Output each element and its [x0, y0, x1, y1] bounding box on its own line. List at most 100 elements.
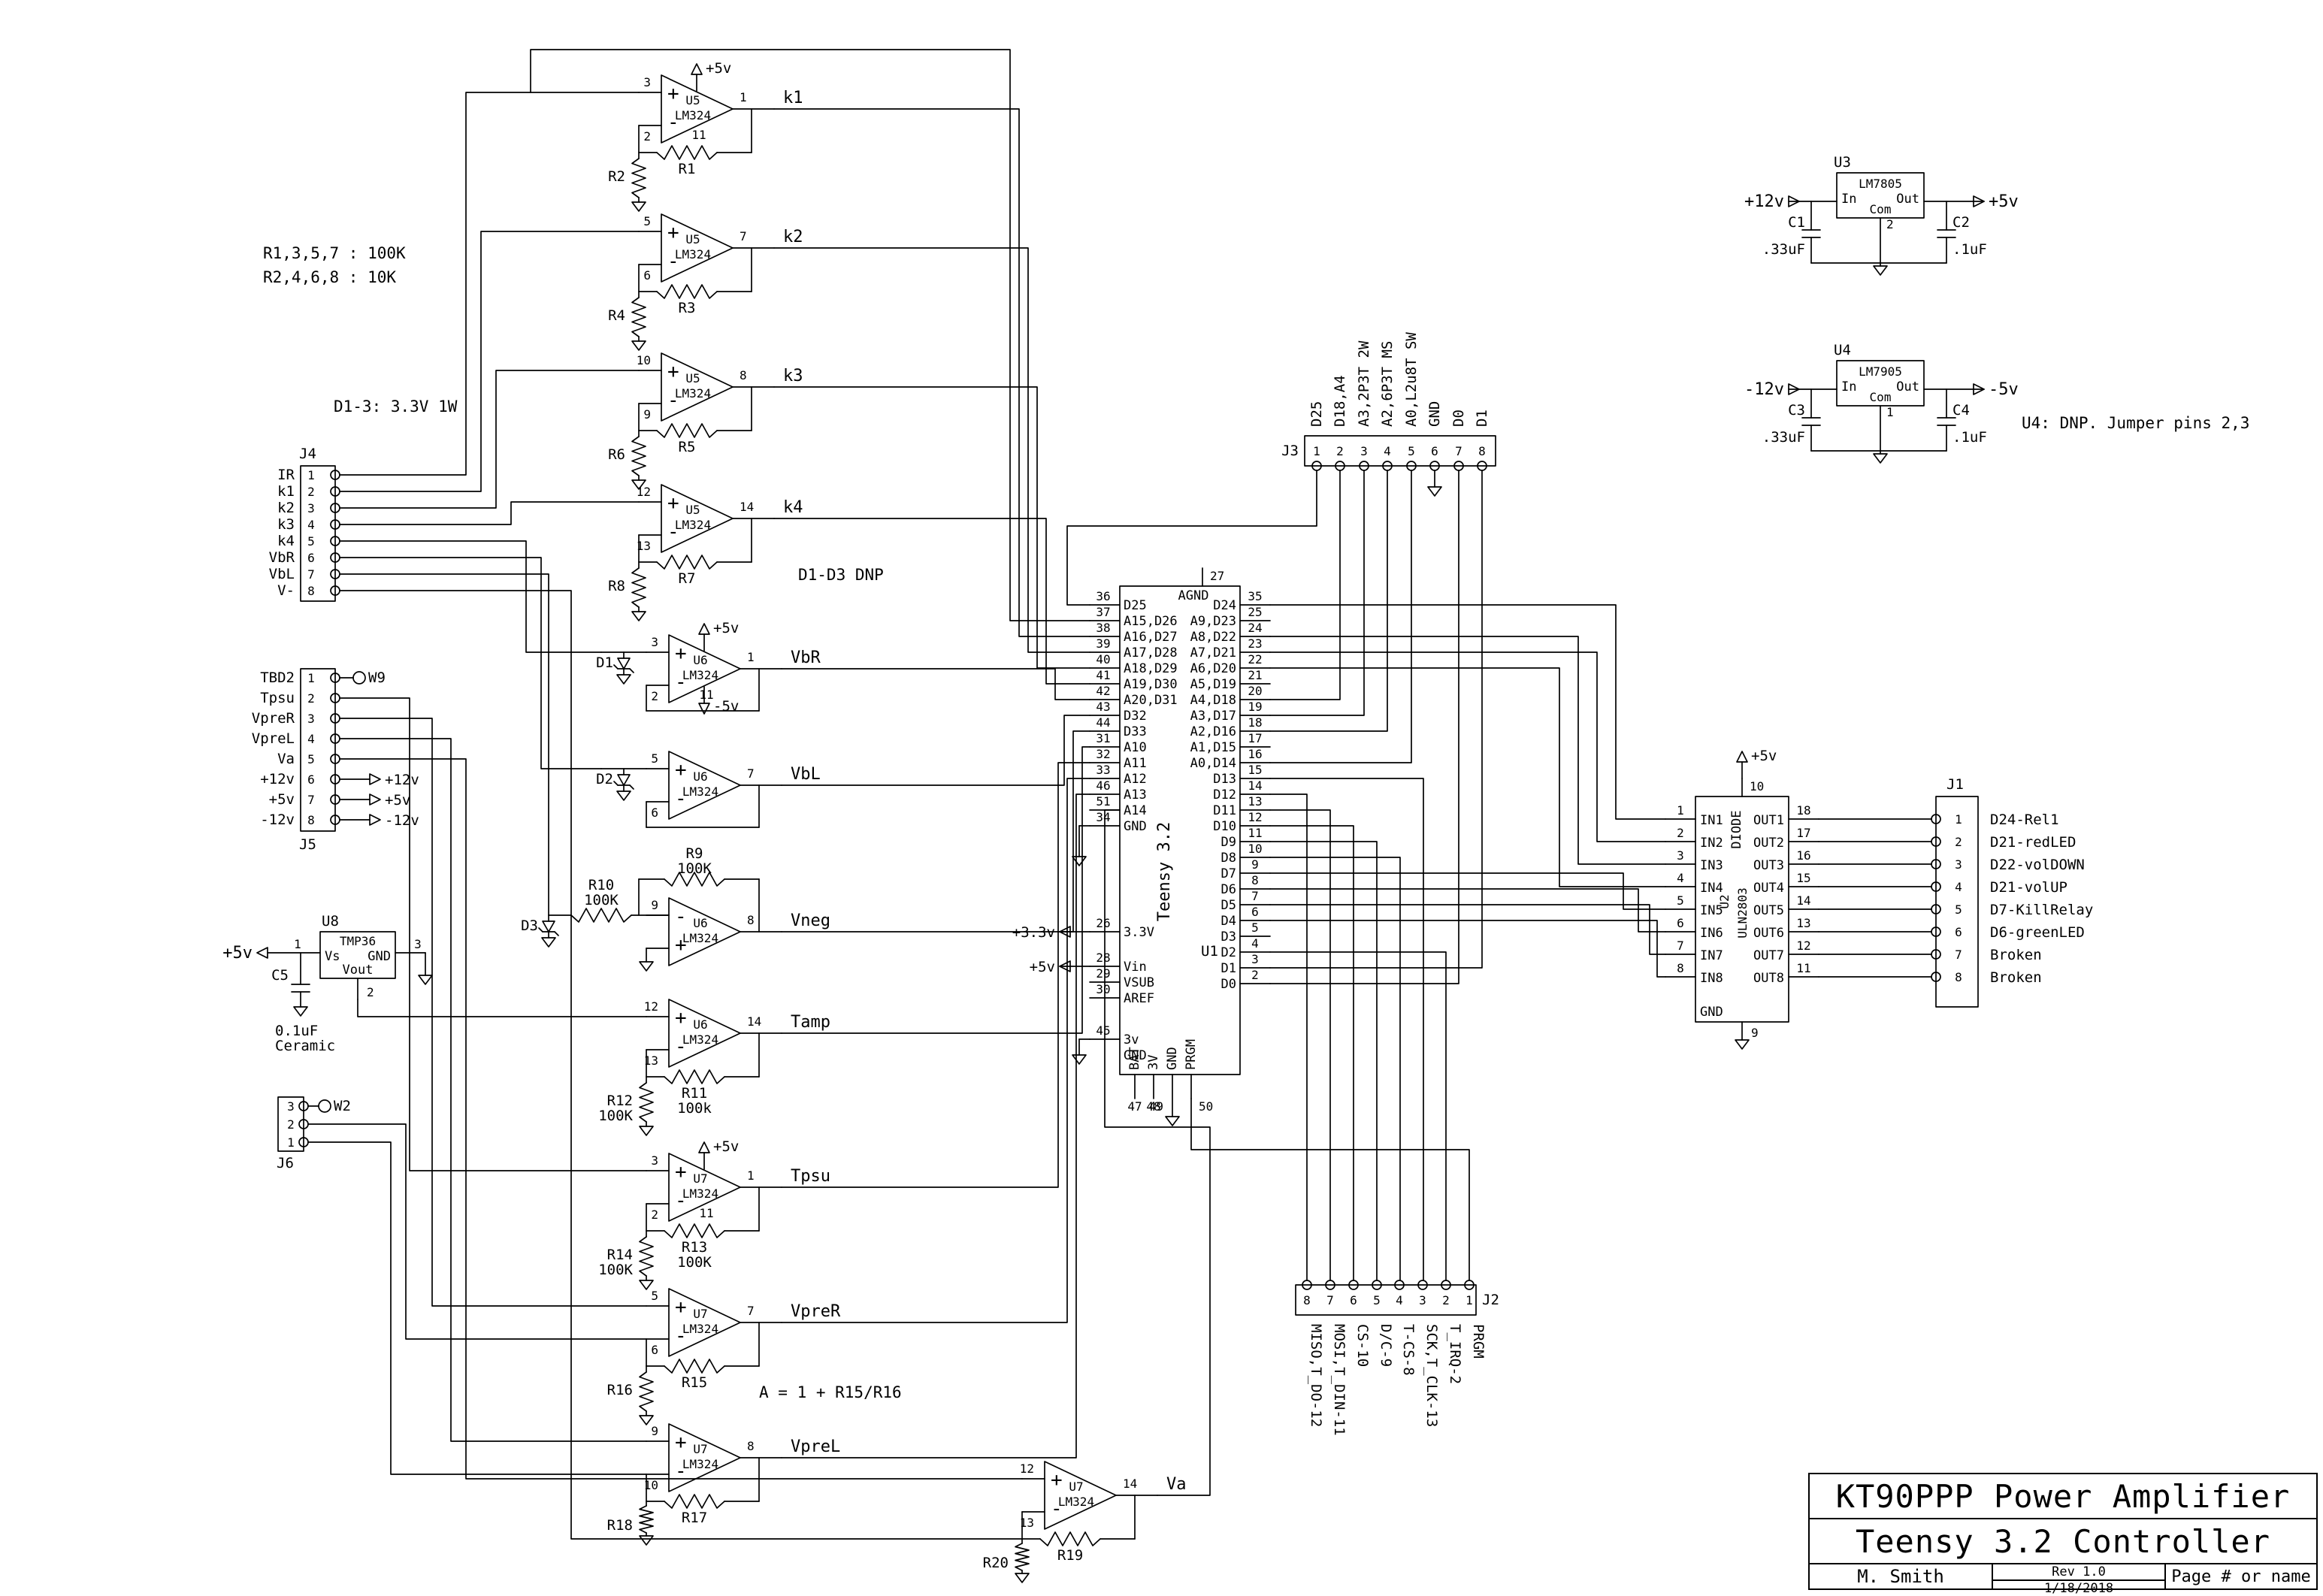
- wires: [307, 49, 1932, 1540]
- pin-number: 6: [1251, 905, 1259, 919]
- input-sign: +: [667, 492, 679, 515]
- ic-ref: U8: [322, 913, 339, 929]
- pin-name: Out: [1896, 379, 1919, 394]
- net-label: VbL: [791, 765, 821, 784]
- author-name: M. Smith: [1810, 1564, 1993, 1588]
- resistor-symbol: [631, 567, 646, 608]
- input-sign: +: [675, 759, 687, 781]
- wire: [1269, 470, 1459, 984]
- power-arrow-icon: [1736, 751, 1748, 763]
- net-label: Tamp: [791, 1013, 830, 1032]
- pin-number: 31: [1096, 731, 1110, 745]
- pin-number: 2: [643, 129, 651, 144]
- net-label: D21-volUP: [1990, 879, 2067, 896]
- net-label: k4: [783, 498, 803, 517]
- ic-part: ULN2803: [1735, 887, 1750, 938]
- resistor-ref: R6: [608, 446, 625, 463]
- component-part: LM324: [1058, 1495, 1094, 1509]
- pin-number: 45: [1096, 1023, 1110, 1038]
- cap-ref: C1: [1788, 214, 1805, 231]
- pin-number: 14: [740, 500, 754, 514]
- pin-number: 8: [747, 913, 755, 927]
- wire: [773, 247, 1090, 653]
- resistor-ref: R1: [679, 161, 696, 177]
- wire: [1269, 470, 1388, 732]
- pin-number: 8: [307, 584, 315, 598]
- opamp-triangle: [668, 1423, 741, 1492]
- pin-number: 3: [1955, 857, 1962, 872]
- pin-number: 49: [1149, 1099, 1163, 1114]
- pin-number: 11: [699, 688, 713, 702]
- pin-name: 3.3V: [1124, 925, 1154, 940]
- resistor-symbol: [664, 872, 725, 887]
- power-label: +5v: [385, 792, 410, 809]
- wire: [1269, 604, 1666, 820]
- opamp-triangle: [668, 999, 741, 1068]
- pin-number: 5: [1373, 1293, 1381, 1307]
- pin-number: 5: [307, 752, 315, 766]
- opamp-triangle: [668, 634, 741, 703]
- resistor-symbol: [631, 158, 646, 198]
- pin-number: 38: [1096, 621, 1110, 635]
- component-ref: U7: [693, 1171, 707, 1186]
- wire-flag: W2: [334, 1098, 351, 1114]
- cap-value: .33uF: [1762, 241, 1805, 258]
- resistor-ref: R18: [607, 1517, 633, 1534]
- pin-number: 3: [287, 1099, 295, 1114]
- pin-number: 7: [307, 567, 315, 582]
- pin-number: 14: [747, 1014, 761, 1029]
- pin-number: 4: [1384, 444, 1391, 458]
- pin-number: 2: [1955, 835, 1962, 849]
- component-part: LM324: [682, 1457, 718, 1471]
- power-label: -5v: [713, 698, 739, 715]
- net-label: k2: [783, 228, 803, 246]
- net-label: A2,6P3T MS: [1379, 341, 1396, 427]
- pin-number: 8: [740, 368, 747, 382]
- ground-symbol: [1873, 265, 1888, 276]
- note-resistor-values-2: R2,4,6,8 : 10K: [263, 268, 396, 286]
- pin-name: D3: [1221, 929, 1236, 945]
- pin-name: IN3: [1700, 858, 1723, 873]
- pin-number: 8: [307, 813, 315, 827]
- ground-symbol: [293, 1006, 308, 1017]
- pin-number: 7: [1677, 939, 1684, 953]
- pin-name: A17,D28: [1124, 645, 1178, 660]
- power-label: +5v: [713, 1138, 739, 1155]
- ground-symbol: [541, 937, 556, 948]
- resistor-symbol: [639, 1505, 654, 1534]
- pin-number: 33: [1096, 763, 1110, 777]
- net-label: A0,L2u8T SW: [1403, 332, 1420, 427]
- pin-number: 3: [1419, 1293, 1426, 1307]
- pin-name: OUT2: [1753, 836, 1784, 851]
- pin-number: 7: [1455, 444, 1462, 458]
- pin-number: 16: [1796, 848, 1810, 863]
- pin-number: 12: [1248, 810, 1262, 824]
- pin-name: A2,D16: [1190, 724, 1236, 739]
- wire: [339, 231, 640, 492]
- pin-number: 5: [1955, 902, 1962, 917]
- pin-number: 5: [1251, 920, 1259, 935]
- pin-number: 6: [643, 268, 651, 283]
- net-label: k1: [783, 89, 803, 107]
- pin-name: A16,D27: [1124, 630, 1178, 645]
- wire: [1104, 809, 1211, 1496]
- pin-name: D4: [1221, 914, 1236, 929]
- pin-number: 5: [651, 1289, 658, 1303]
- input-sign: +: [675, 1007, 687, 1029]
- ic-ref: U1: [1201, 943, 1218, 960]
- pin-number: 30: [1096, 982, 1110, 996]
- pin-name: A13: [1124, 787, 1147, 803]
- component-ref: U5: [685, 232, 700, 246]
- resistor-symbol: [656, 284, 718, 299]
- pin-number: 4: [1396, 1293, 1403, 1307]
- pin-name: Vin: [1124, 960, 1147, 975]
- input-sign: -: [675, 787, 687, 810]
- pin-number: 7: [740, 229, 747, 243]
- net-label: Tpsu: [260, 690, 295, 706]
- wire: [781, 778, 1090, 1323]
- power-label: +5v: [1751, 748, 1777, 764]
- pin-number: 2: [1251, 968, 1259, 982]
- pin-number: 34: [1096, 810, 1110, 824]
- pin-number: 6: [307, 551, 315, 565]
